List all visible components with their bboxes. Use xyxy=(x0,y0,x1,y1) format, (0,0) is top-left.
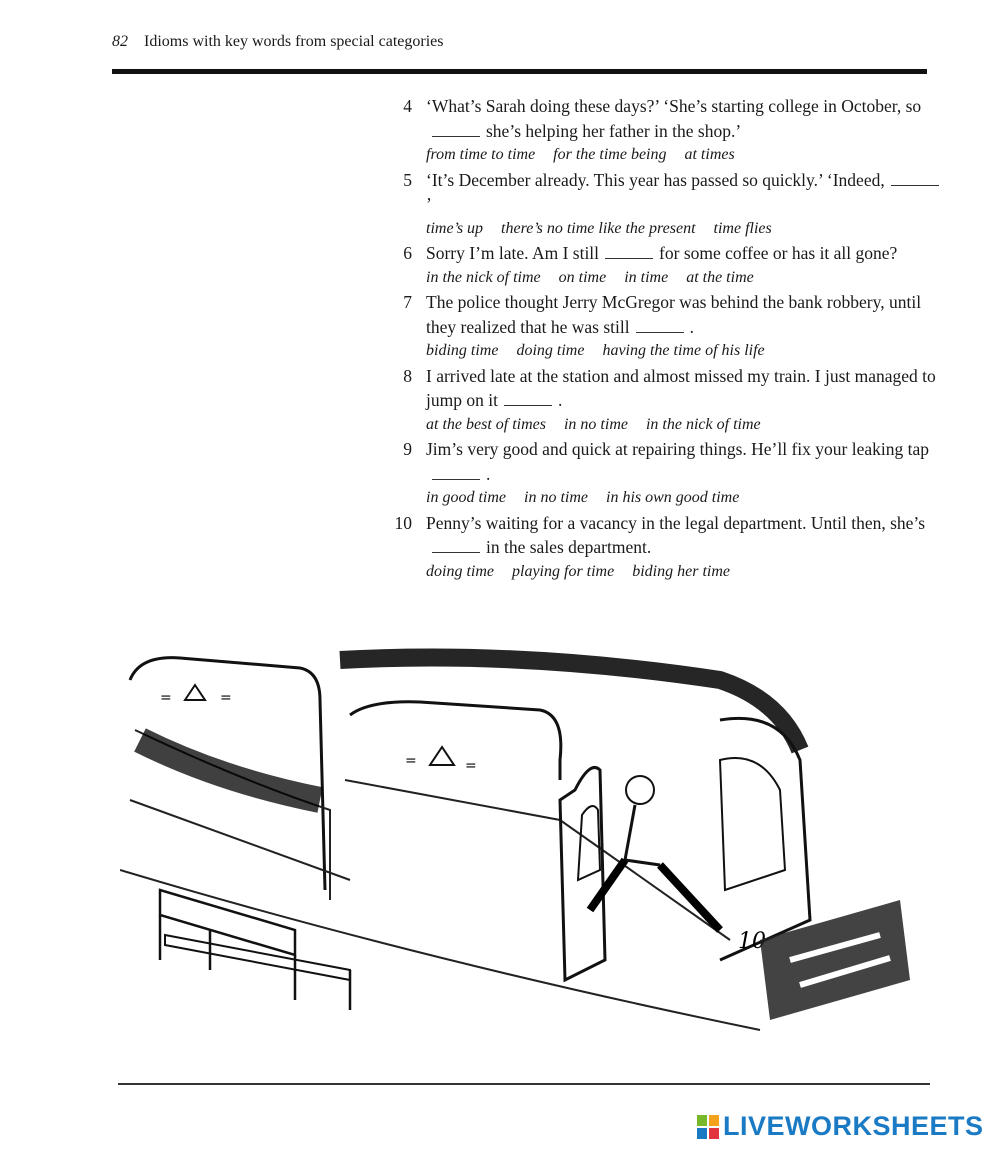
item-text-before: Sorry I’m late. Am I still xyxy=(426,243,600,263)
answer-option[interactable]: time flies xyxy=(713,219,772,237)
answer-option[interactable]: from time to time xyxy=(426,146,536,163)
item-number: 8 xyxy=(403,365,412,386)
item-number: 5 xyxy=(403,169,412,190)
item-text-before: The police thought Jerry McGregor was be… xyxy=(426,292,922,337)
answer-option[interactable]: doing time xyxy=(426,562,494,580)
item-text-after: . xyxy=(557,390,563,410)
item-text-before: Jim’s very good and quick at repairing t… xyxy=(426,439,930,459)
item-text-before: Penny’s waiting for a vacancy in the leg… xyxy=(426,512,926,533)
exercise-item: 10 Penny’s waiting for a vacancy in the l… xyxy=(388,511,948,585)
item-text-after: . xyxy=(689,316,694,337)
answer-options: time’s up there’s no time like the presen… xyxy=(426,217,948,242)
answer-blank[interactable] xyxy=(432,469,480,480)
answer-blank[interactable] xyxy=(635,322,684,333)
svg-text:=: = xyxy=(465,758,477,774)
answer-option[interactable]: in good time xyxy=(426,489,506,506)
answer-option[interactable]: in his own good time xyxy=(606,489,740,506)
item-text-after: she’s helping her father in the shop.’ xyxy=(486,120,742,141)
answer-option[interactable]: biding time xyxy=(426,342,499,359)
answer-options: in good time in no time in his own good ti… xyxy=(426,486,948,511)
item-number: 7 xyxy=(403,292,412,312)
answer-option[interactable]: in the nick of time xyxy=(645,415,761,433)
item-text-after: in the sales department. xyxy=(486,537,652,557)
answer-blank[interactable] xyxy=(503,395,552,406)
answer-options: in the nick of time on time in time at the … xyxy=(426,266,948,291)
item-text-before: ‘What’s Sarah doing these days?’ ‘She’s … xyxy=(426,96,922,116)
answer-option[interactable]: having the time of his life xyxy=(602,342,765,359)
answer-option[interactable]: there’s no time like the present xyxy=(501,219,696,237)
exercise-item: 7 The police thought Jerry McGregor was b… xyxy=(388,290,948,364)
answer-option[interactable]: in no time xyxy=(563,415,628,433)
answer-blank[interactable] xyxy=(432,542,480,553)
answer-option[interactable]: on time xyxy=(558,268,607,286)
svg-text:=: = xyxy=(405,753,417,769)
exercise-item: 4 ‘What’s Sarah doing these days?’ ‘She’s… xyxy=(388,94,948,168)
footer-rule xyxy=(118,1083,930,1085)
exercise-item: 8 I arrived late at the station and almos… xyxy=(388,364,948,438)
answer-option[interactable]: at the best of times xyxy=(426,415,546,433)
answer-options: biding time doing time having the time of … xyxy=(426,339,948,364)
answer-option[interactable]: in time xyxy=(624,268,669,286)
svg-text:=: = xyxy=(220,690,232,706)
item-text-after: ’ xyxy=(426,194,432,214)
answer-option[interactable]: biding her time xyxy=(632,562,730,580)
exercise-item: 9 Jim’s very good and quick at repairing … xyxy=(388,437,948,511)
answer-blank[interactable] xyxy=(890,175,939,186)
item-text-before: I arrived late at the station and almost… xyxy=(426,365,936,411)
item-number: 10 xyxy=(394,512,413,533)
exercise-item: 6 Sorry I’m late. Am I still for some coff… xyxy=(388,241,948,290)
answer-option[interactable]: at the time xyxy=(686,268,754,286)
page-number: 82 xyxy=(112,33,128,50)
train-illustration: = = = = 10 xyxy=(120,648,910,1031)
liveworksheets-logo-icon xyxy=(697,1114,719,1139)
answer-option[interactable]: time’s up xyxy=(426,219,484,237)
brand-name: LIVEWORKSHEETS xyxy=(723,1111,984,1141)
answer-option[interactable]: at times xyxy=(684,146,735,163)
item-number: 4 xyxy=(403,96,412,116)
header-rule xyxy=(112,69,927,74)
liveworksheets-brand[interactable]: LIVEWORKSHEETS xyxy=(697,1111,984,1142)
exercise-item: 5 ‘It’s December already. This year has p… xyxy=(388,168,948,242)
answer-options: from time to time for the time being at ti… xyxy=(426,143,948,168)
item-text-after: for some coffee or has it all gone? xyxy=(659,243,898,263)
answer-option[interactable]: for the time being xyxy=(553,146,667,163)
answer-option[interactable]: in the nick of time xyxy=(426,268,541,286)
answer-blank[interactable] xyxy=(605,248,654,259)
page-title: Idioms with key words from special categ… xyxy=(144,33,444,50)
exercise-list: 4 ‘What’s Sarah doing these days?’ ‘She’s… xyxy=(388,94,948,584)
svg-text:=: = xyxy=(160,690,172,706)
page-header: 82 Idioms with key words from special ca… xyxy=(112,33,443,51)
answer-options: doing time playing for time biding her tim… xyxy=(426,560,948,585)
answer-option[interactable]: playing for time xyxy=(512,562,615,580)
answer-option[interactable]: in no time xyxy=(524,489,588,506)
answer-blank[interactable] xyxy=(432,126,480,137)
item-number: 9 xyxy=(403,439,412,459)
answer-option[interactable]: doing time xyxy=(516,342,585,359)
item-text-after: . xyxy=(486,463,491,484)
item-number: 6 xyxy=(403,243,412,263)
item-text-before: ‘It’s December already. This year has pa… xyxy=(426,169,885,190)
answer-options: at the best of times in no time in the nic… xyxy=(426,413,948,438)
